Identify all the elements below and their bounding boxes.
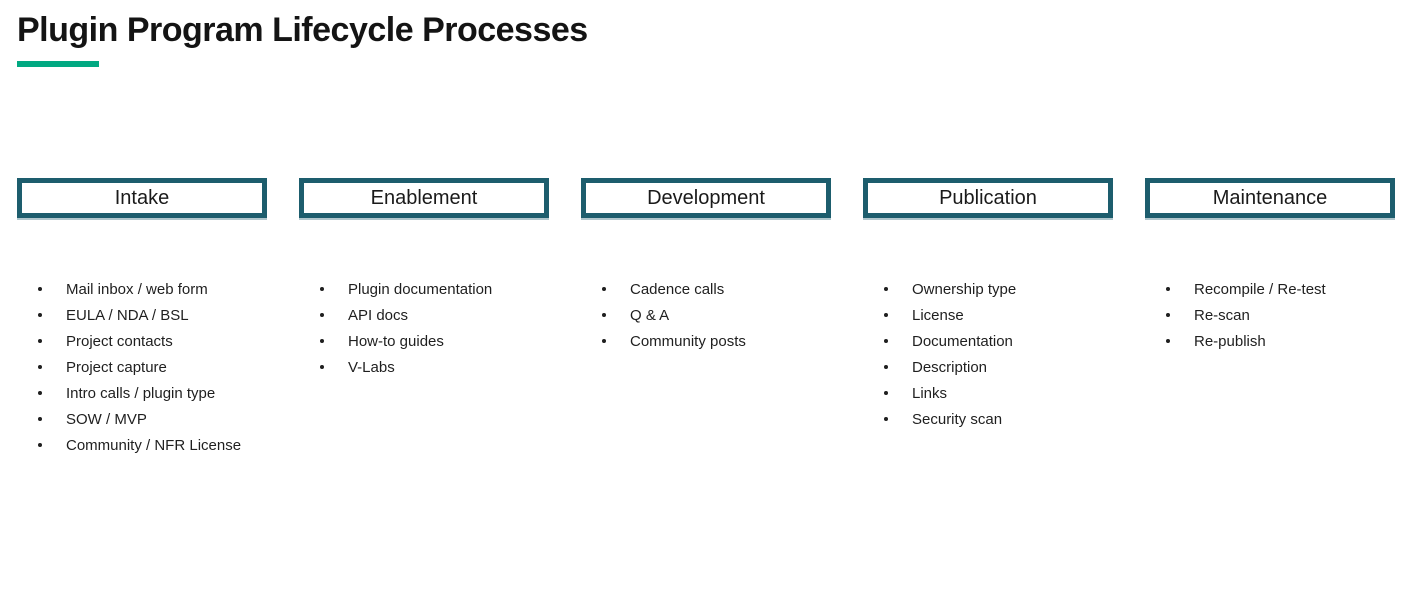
list-item-label: Plugin documentation xyxy=(348,280,493,298)
list-item: Ownership type xyxy=(863,276,1113,302)
list-item-label: Cadence calls xyxy=(630,280,725,298)
stage-header-label: Publication xyxy=(939,187,1037,209)
bullet-icon xyxy=(320,365,324,369)
list-item-label: Links xyxy=(912,384,948,402)
stage-header-label: Maintenance xyxy=(1212,187,1328,209)
bullet-icon xyxy=(884,417,888,421)
stage-header-label: Development xyxy=(647,187,765,209)
list-item-label: Community posts xyxy=(630,332,746,350)
bullet-icon xyxy=(1166,313,1170,317)
bullet-icon xyxy=(38,443,42,447)
bullet-icon xyxy=(602,339,606,343)
list-item: API docs xyxy=(299,302,549,328)
bullet-icon xyxy=(1166,339,1170,343)
stage-item-list: Plugin documentation API docs How-to gui… xyxy=(299,276,549,380)
stage-header-box-maintenance: Maintenance xyxy=(1145,178,1395,218)
list-item-label: Ownership type xyxy=(912,280,1017,298)
list-item: Security scan xyxy=(863,406,1113,432)
list-item: Recompile / Re-test xyxy=(1145,276,1395,302)
stage-item-list: Cadence calls Q & A Community posts xyxy=(581,276,831,354)
stage-column-intake: Intake Mail inbox / web form EULA / NDA … xyxy=(17,178,267,458)
page-title: Plugin Program Lifecycle Processes xyxy=(17,11,588,49)
list-item-label: Security scan xyxy=(912,410,1003,428)
list-item-label: EULA / NDA / BSL xyxy=(66,306,189,324)
list-item: Community posts xyxy=(581,328,831,354)
stage-header-box-enablement: Enablement xyxy=(299,178,549,218)
stage-item-list: Ownership type License Documentation Des… xyxy=(863,276,1113,432)
stage-header-label: Intake xyxy=(114,187,170,209)
list-item: Intro calls / plugin type xyxy=(17,380,267,406)
list-item: Documentation xyxy=(863,328,1113,354)
title-accent-bar xyxy=(17,61,99,67)
list-item: Project capture xyxy=(17,354,267,380)
bullet-icon xyxy=(320,313,324,317)
stage-item-list: Mail inbox / web form EULA / NDA / BSL P… xyxy=(17,276,267,458)
list-item-label: SOW / MVP xyxy=(66,410,147,428)
stage-column-enablement: Enablement Plugin documentation API docs… xyxy=(299,178,549,380)
stage-header-box-intake: Intake xyxy=(17,178,267,218)
list-item-label: License xyxy=(912,306,964,324)
list-item-label: Project contacts xyxy=(66,332,173,350)
list-item-label: Description xyxy=(912,358,988,376)
stage-header-box-development: Development xyxy=(581,178,831,218)
bullet-icon xyxy=(38,391,42,395)
bullet-icon xyxy=(884,339,888,343)
list-item-label: Q & A xyxy=(630,306,670,324)
list-item: Mail inbox / web form xyxy=(17,276,267,302)
list-item-label: API docs xyxy=(348,306,409,324)
stage-item-list: Recompile / Re-test Re-scan Re-publish xyxy=(1145,276,1395,354)
list-item: Description xyxy=(863,354,1113,380)
list-item-label: Re-scan xyxy=(1194,306,1250,324)
bullet-icon xyxy=(38,365,42,369)
list-item: SOW / MVP xyxy=(17,406,267,432)
bullet-icon xyxy=(320,287,324,291)
bullet-icon xyxy=(1166,287,1170,291)
stage-header-box-publication: Publication xyxy=(863,178,1113,218)
list-item: Q & A xyxy=(581,302,831,328)
bullet-icon xyxy=(884,391,888,395)
bullet-icon xyxy=(320,339,324,343)
list-item: Project contacts xyxy=(17,328,267,354)
list-item-label: Documentation xyxy=(912,332,1013,350)
list-item: EULA / NDA / BSL xyxy=(17,302,267,328)
stage-column-maintenance: Maintenance Recompile / Re-test Re-scan … xyxy=(1145,178,1395,354)
bullet-icon xyxy=(38,313,42,317)
list-item-label: Mail inbox / web form xyxy=(66,280,208,298)
list-item: V-Labs xyxy=(299,354,549,380)
list-item: License xyxy=(863,302,1113,328)
bullet-icon xyxy=(884,313,888,317)
bullet-icon xyxy=(884,365,888,369)
stage-header-label: Enablement xyxy=(370,187,478,209)
stage-column-publication: Publication Ownership type License Docum… xyxy=(863,178,1113,432)
list-item: Cadence calls xyxy=(581,276,831,302)
list-item-label: Recompile / Re-test xyxy=(1194,280,1326,298)
list-item-label: How-to guides xyxy=(348,332,444,350)
list-item-label: Community / NFR License xyxy=(66,436,242,454)
list-item-label: Project capture xyxy=(66,358,167,376)
list-item: How-to guides xyxy=(299,328,549,354)
list-item-label: Re-publish xyxy=(1194,332,1266,350)
bullet-icon xyxy=(38,417,42,421)
list-item: Re-scan xyxy=(1145,302,1395,328)
list-item: Plugin documentation xyxy=(299,276,549,302)
list-item: Community / NFR License xyxy=(17,432,267,458)
bullet-icon xyxy=(602,313,606,317)
list-item-label: Intro calls / plugin type xyxy=(66,384,216,402)
bullet-icon xyxy=(884,287,888,291)
stage-column-development: Development Cadence calls Q & A Communit… xyxy=(581,178,831,354)
list-item: Links xyxy=(863,380,1113,406)
bullet-icon xyxy=(38,339,42,343)
bullet-icon xyxy=(602,287,606,291)
bullet-icon xyxy=(38,287,42,291)
list-item-label: V-Labs xyxy=(348,358,395,376)
list-item: Re-publish xyxy=(1145,328,1395,354)
